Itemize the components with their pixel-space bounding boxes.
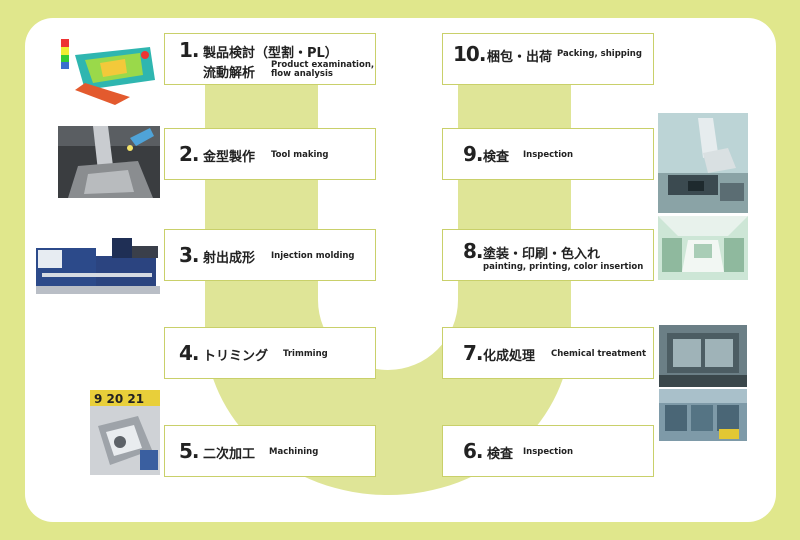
painting-facility-photo (658, 216, 748, 280)
step-4-number: 4. (179, 341, 199, 365)
step-7-english: Chemical treatment (551, 349, 647, 359)
step-10-number: 10. (453, 42, 486, 66)
step-9-title: 検査 (483, 150, 510, 165)
flow-analysis-photo (55, 35, 160, 110)
step-3-box: 3. 射出成形 Injection molding (164, 229, 376, 281)
step-2-box: 2. 金型製作 Tool making (164, 128, 376, 180)
machining-photo: 9 20 21 (90, 390, 160, 475)
step-4-title: トリミング (203, 349, 269, 364)
step-5-box: 5. 二次加工 Machining (164, 425, 376, 477)
step-8-number: 8. (463, 239, 483, 263)
step-4-english: Trimming (283, 349, 328, 359)
step-3-title: 射出成形 (203, 251, 256, 266)
step-9-number: 9. (463, 142, 483, 166)
step-8-box: 8. 塗装・印刷・色入れ painting, printing, color i… (442, 229, 654, 281)
step-1-title-2: 流動解析 (203, 66, 256, 81)
step-6-english: Inspection (523, 447, 574, 457)
inspection-robot-photo (658, 113, 748, 213)
step-6-title: 検査 (487, 447, 514, 462)
tool-making-photo (58, 126, 160, 198)
step-5-english: Machining (269, 447, 319, 457)
step-7-box: 7. 化成処理 Chemical treatment (442, 327, 654, 379)
step-2-number: 2. (179, 142, 199, 166)
step-10-box: 10. 梱包・出荷 Packing, shipping (442, 33, 654, 85)
step-7-title: 化成処理 (483, 349, 536, 364)
step-3-number: 3. (179, 243, 199, 267)
step-5-number: 5. (179, 439, 199, 463)
step-8-title: 塗装・印刷・色入れ (483, 247, 601, 262)
step-6-box: 6. 検査 Inspection (442, 425, 654, 477)
step-10-english: Packing, shipping (557, 49, 642, 59)
machining-tag-label: 9 20 21 (94, 392, 144, 406)
step-3-english: Injection molding (271, 251, 355, 261)
step-10-title: 梱包・出荷 (487, 50, 553, 65)
step-1-box: 1. 製品検討（型割・PL） 流動解析 Product examination,… (164, 33, 376, 85)
step-6-number: 6. (463, 439, 483, 463)
step-1-number: 1. (179, 38, 199, 62)
step-1-english: Product examination, (271, 60, 375, 70)
step-1-english-2: flow analysis (271, 69, 333, 79)
step-5-title: 二次加工 (203, 447, 256, 462)
step-2-english: Tool making (271, 150, 329, 160)
step-7-number: 7. (463, 341, 483, 365)
injection-machine-photo (32, 228, 162, 300)
chemical-treatment-photo (659, 325, 747, 387)
step-8-english: painting, printing, color insertion (483, 262, 644, 272)
step-4-box: 4. トリミング Trimming (164, 327, 376, 379)
step-9-english: Inspection (523, 150, 574, 160)
step-9-box: 9. 検査 Inspection (442, 128, 654, 180)
treatment-line-photo (659, 389, 747, 441)
step-2-title: 金型製作 (203, 150, 256, 165)
step-1-title: 製品検討（型割・PL） (203, 46, 338, 61)
